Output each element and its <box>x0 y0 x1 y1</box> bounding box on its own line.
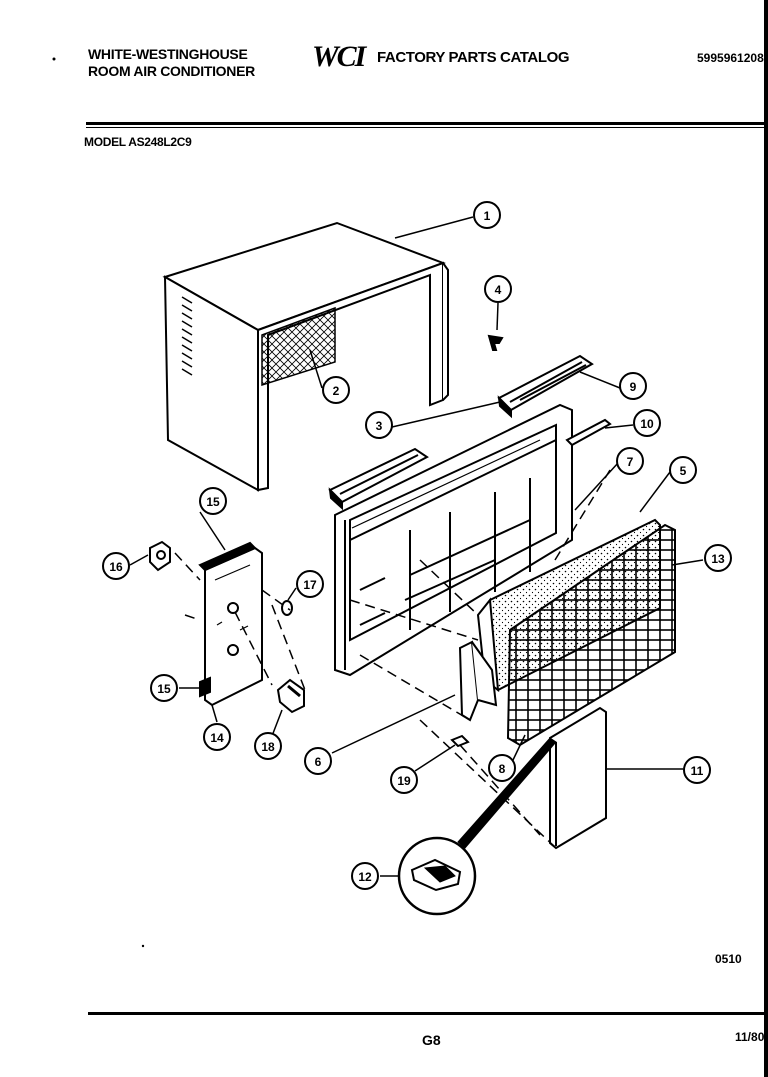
svg-text:19: 19 <box>397 774 411 788</box>
callout-17: 17 <box>296 570 324 598</box>
callout-15-top: 15 <box>199 487 227 515</box>
callouts: 1 2 3 4 5 6 7 8 9 10 11 12 13 14 15 15 1… <box>102 201 732 890</box>
svg-text:17: 17 <box>303 578 317 592</box>
callout-11: 11 <box>683 756 711 784</box>
callout-6: 6 <box>304 747 332 775</box>
filter-bracket-part <box>458 640 498 722</box>
svg-text:13: 13 <box>711 552 725 566</box>
svg-text:15: 15 <box>157 682 171 696</box>
page-number: G8 <box>422 1032 441 1048</box>
callout-4: 4 <box>484 275 512 303</box>
svg-text:18: 18 <box>261 740 275 754</box>
callout-16: 16 <box>102 552 130 580</box>
callout-2: 2 <box>322 376 350 404</box>
svg-text:5: 5 <box>680 464 687 478</box>
cabinet-part <box>162 221 449 492</box>
svg-text:7: 7 <box>627 455 634 469</box>
leader-lines <box>129 216 704 877</box>
front-panel-frame <box>334 403 573 677</box>
callout-18: 18 <box>254 732 282 760</box>
detail-magnifier <box>397 737 557 916</box>
callout-5: 5 <box>669 456 697 484</box>
header-rule <box>86 122 764 125</box>
svg-text:8: 8 <box>499 762 506 776</box>
brand-block: WHITE-WESTINGHOUSE ROOM AIR CONDITIONER <box>88 46 255 80</box>
catalog-title: FACTORY PARTS CATALOG <box>377 49 570 66</box>
footer-rule <box>88 1012 764 1015</box>
callout-10: 10 <box>633 409 661 437</box>
model-number: MODEL AS248L2C9 <box>84 135 192 149</box>
wci-logo: WCI <box>312 40 366 73</box>
brand-name: WHITE-WESTINGHOUSE <box>88 46 248 62</box>
callout-9: 9 <box>619 372 647 400</box>
clip-part <box>450 734 470 748</box>
stray-dot <box>52 57 56 61</box>
screw-part <box>487 334 504 351</box>
control-knob-part <box>276 678 305 714</box>
callout-13: 13 <box>704 544 732 572</box>
knob-small-part <box>281 600 293 616</box>
part-number: 5995961208 <box>697 51 764 65</box>
louver-lower-part <box>328 447 429 511</box>
svg-text:10: 10 <box>640 417 654 431</box>
front-grille-part <box>506 523 676 747</box>
svg-text:11: 11 <box>691 764 704 778</box>
svg-text:9: 9 <box>630 380 637 394</box>
stray-dot <box>141 944 145 948</box>
callout-8: 8 <box>488 754 516 782</box>
cabinet-louvers <box>181 296 193 376</box>
callout-14: 14 <box>203 723 231 751</box>
callout-3: 3 <box>365 411 393 439</box>
svg-text:1: 1 <box>484 209 491 223</box>
header-rule-thin <box>86 127 764 128</box>
svg-text:4: 4 <box>495 283 502 297</box>
callout-12: 12 <box>351 862 379 890</box>
side-trim-part <box>565 418 612 447</box>
access-door-part <box>549 706 607 850</box>
catalog-date: 11/80 <box>735 1030 765 1044</box>
svg-text:6: 6 <box>315 755 322 769</box>
assembly-lines <box>174 469 611 849</box>
svg-text:16: 16 <box>109 560 123 574</box>
svg-text:2: 2 <box>333 384 340 398</box>
svg-text:14: 14 <box>210 731 224 745</box>
drawing-number: 0510 <box>715 952 742 966</box>
callout-7: 7 <box>616 447 644 475</box>
product-type: ROOM AIR CONDITIONER <box>88 63 255 79</box>
louver-upper-part <box>497 354 594 419</box>
switch-part <box>149 540 171 572</box>
callout-15-bottom: 15 <box>150 674 178 702</box>
svg-text:15: 15 <box>206 495 220 509</box>
svg-text:3: 3 <box>376 419 383 433</box>
callout-19: 19 <box>390 766 418 794</box>
callout-1: 1 <box>473 201 501 229</box>
control-panel-part <box>198 541 263 707</box>
svg-text:12: 12 <box>358 870 372 884</box>
